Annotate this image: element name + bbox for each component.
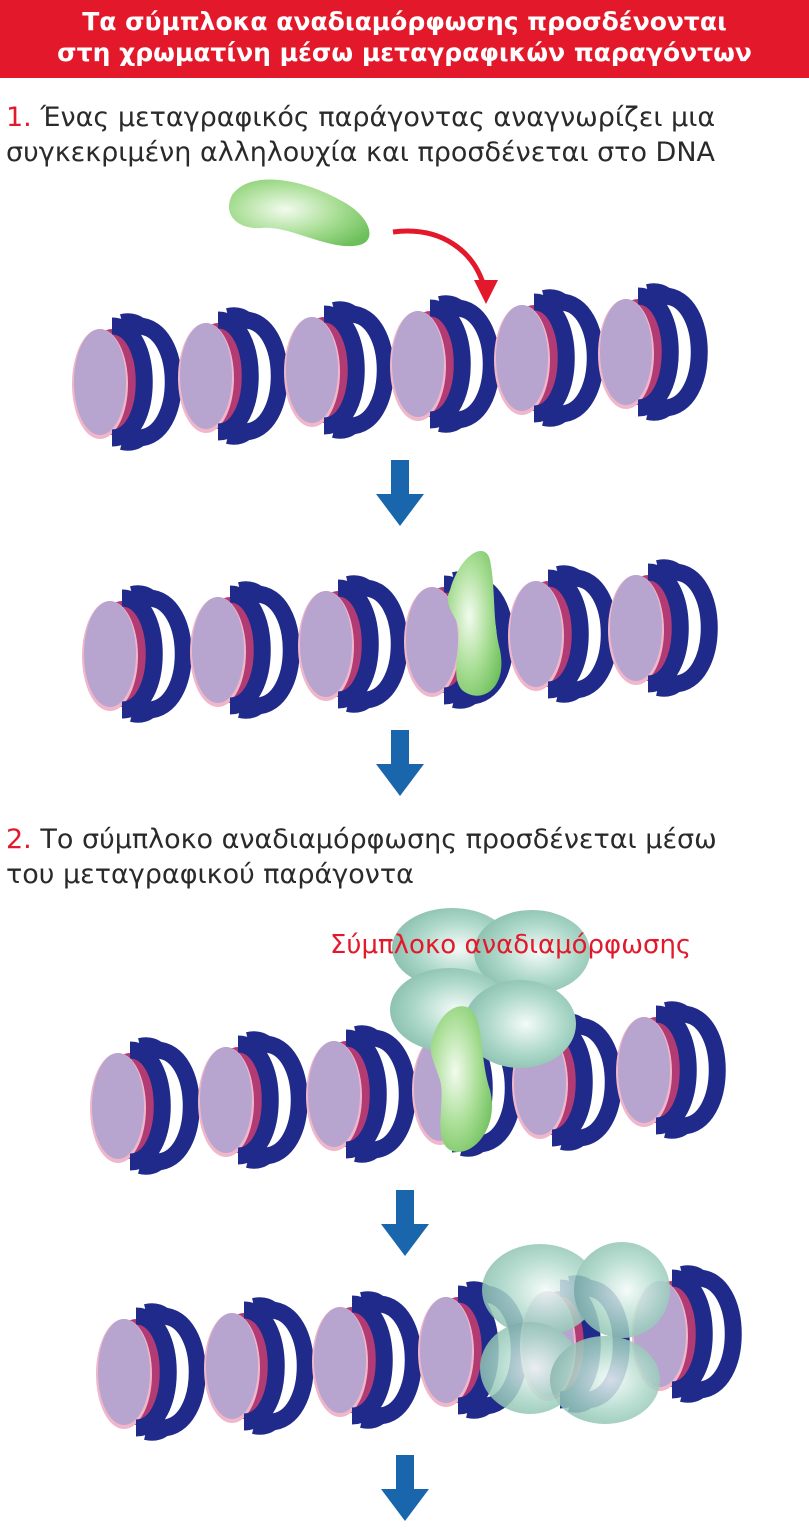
step-2-number: 2. <box>6 824 32 855</box>
step-2-line-1: Το σύμπλοκο αναδιαμόρφωσης προσδένεται μ… <box>40 824 717 855</box>
step-1-line-2: συγκεκριμένη αλληλουχία και προσδένεται … <box>6 137 716 168</box>
title-line-2: στη χρωματίνη μέσω μεταγραφικών παραγόντ… <box>57 38 752 67</box>
step-2-line-2: του μεταγραφικού παράγοντα <box>6 859 414 890</box>
down-arrow-icon <box>376 460 424 526</box>
title-banner: Τα σύμπλοκα αναδιαμόρφωσης προσδένονται … <box>0 0 809 78</box>
curved-arrow-icon <box>392 228 488 291</box>
transcription-factor-complex <box>430 1006 492 1152</box>
title-line-1: Τα σύμπλοκα αναδιαμόρφωσης προσδένονται <box>82 7 727 36</box>
chromatin-row-1 <box>72 291 699 442</box>
step-1-text: 1. Ένας μεταγραφικός παράγοντας αναγνωρί… <box>6 100 715 170</box>
curved-arrow-head <box>474 280 498 304</box>
remodeling-complex-bound <box>390 908 590 1068</box>
transcription-factor-bound <box>447 551 502 696</box>
down-arrow-icon <box>381 1190 429 1256</box>
chromatin-row-2 <box>82 567 709 714</box>
remodeling-complex-label: Σύμπλοκο αναδιαμόρφωσης <box>330 930 692 960</box>
step-1-number: 1. <box>6 102 32 133</box>
step-1-line-1: Ένας μεταγραφικός παράγοντας αναγνωρίζει… <box>40 102 716 133</box>
step-2-text: 2. Το σύμπλοκο αναδιαμόρφωσης προσδένετα… <box>6 822 717 892</box>
down-arrow-icon <box>381 1455 429 1521</box>
down-arrow-icon <box>376 730 424 796</box>
transcription-factor-free <box>228 179 370 247</box>
remodeling-complex-remodeling <box>480 1242 670 1424</box>
